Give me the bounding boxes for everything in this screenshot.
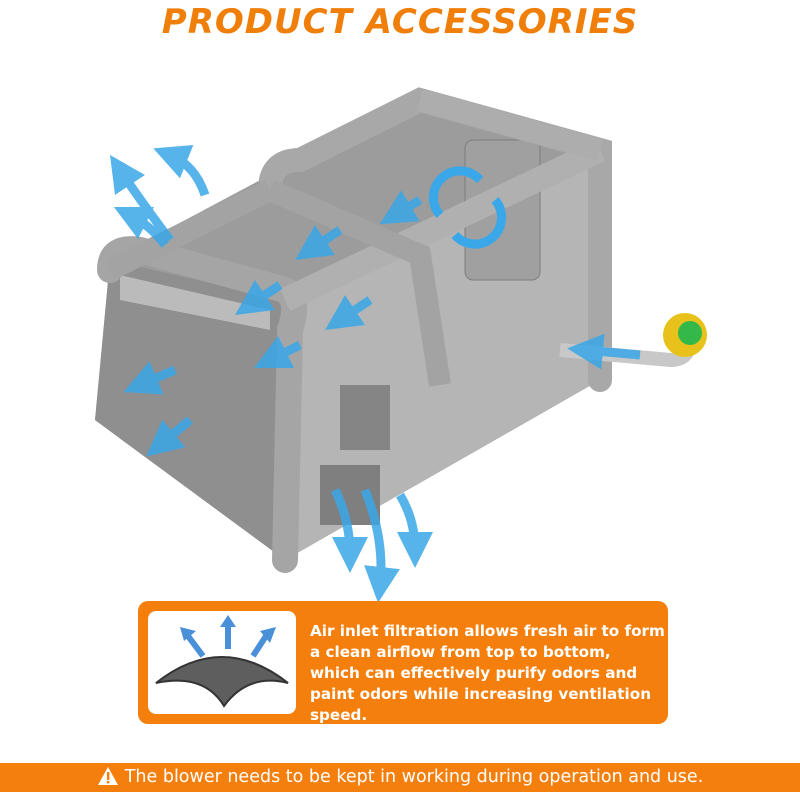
warning-text: The blower needs to be kept in working d… (124, 767, 704, 787)
filter-illustration (148, 611, 296, 714)
filtration-info-box: Air inlet filtration allows fresh air to… (138, 601, 668, 724)
airflow-arrows (110, 144, 641, 603)
tent-body (95, 87, 612, 573)
page-title: PRODUCT ACCESSORIES (161, 2, 639, 42)
warning-icon (97, 767, 118, 785)
warning-banner: The blower needs to be kept in working d… (0, 763, 800, 792)
circulation-icon (428, 166, 507, 249)
upward-arrows-icon (185, 626, 269, 658)
paint-booth-tent-illustration (95, 87, 707, 603)
filtration-description: Air inlet filtration allows fresh air to… (310, 622, 665, 724)
blower-hose (559, 313, 707, 368)
